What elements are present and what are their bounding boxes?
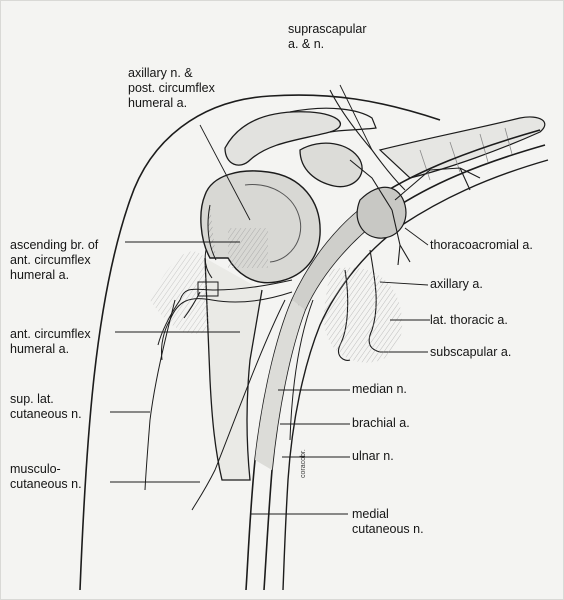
label-suprascapular: suprascapular a. & n. [288, 22, 367, 51]
leader-lines [110, 84, 430, 515]
muscle-shading [150, 251, 210, 334]
label-thoracoacromial: thoracoacromial a. [430, 238, 533, 252]
label-brachial: brachial a. [352, 416, 410, 430]
cutaneous-nerve [144, 299, 176, 491]
label-ascending-branch: ascending br. of ant. circumflex humeral… [10, 238, 99, 282]
musculocutaneous-nerve [191, 299, 286, 511]
label-lat-thoracic: lat. thoracic a. [430, 313, 508, 327]
arm-outline [79, 94, 441, 591]
label-median: median n. [352, 382, 407, 396]
label-medial-cutaneous: medial cutaneous n. [352, 507, 424, 536]
humerus-shaft [204, 257, 263, 481]
label-musculocutaneous: musculo- cutaneous n. [10, 462, 82, 491]
label-coracobrachialis: coracobr. [300, 449, 307, 478]
label-subscapular: subscapular a. [430, 345, 512, 359]
label-axillary-nerve: axillary n. & post. circumflex humeral a… [128, 66, 215, 110]
circumflex-branches [157, 249, 293, 361]
axillary-artery [356, 186, 407, 239]
label-sup-lat-cutaneous: sup. lat. cutaneous n. [10, 392, 82, 421]
thoracoacromial-branches [349, 159, 481, 266]
label-axillary-artery: axillary a. [430, 277, 483, 291]
clavicle-acromion [224, 107, 546, 181]
humeral-head [200, 170, 321, 284]
label-ant-circumflex: ant. circumflex humeral a. [10, 327, 91, 356]
label-ulnar: ulnar n. [352, 449, 394, 463]
coracoid-process [299, 142, 363, 188]
